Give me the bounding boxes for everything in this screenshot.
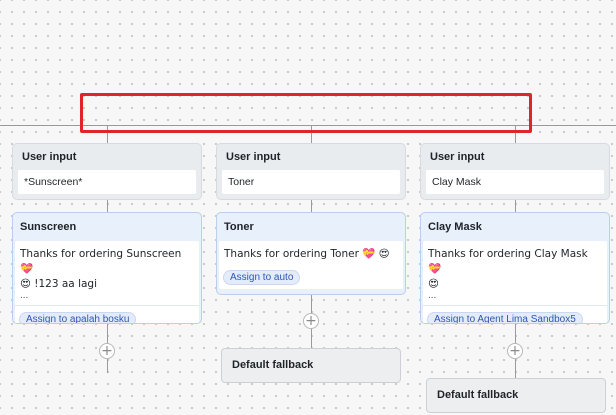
card-title: Clay Mask <box>428 221 482 233</box>
assign-tag[interactable]: Assign to auto <box>223 270 301 285</box>
input-value: *Sunscreen* <box>18 170 196 194</box>
message-line: 😍 <box>428 278 439 290</box>
card-title: Sunscreen <box>20 221 77 233</box>
message-line: Thanks for ordering Clay Mask 💝 <box>428 248 588 275</box>
response-card-toner[interactable]: Toner Thanks for ordering Toner 💝 😍 Assi… <box>216 212 406 295</box>
ellipsis: ... <box>20 290 29 301</box>
default-fallback-node[interactable]: Default fallback <box>426 378 606 413</box>
input-value: Toner <box>222 170 400 194</box>
response-card-clay-mask[interactable]: Clay Mask Thanks for ordering Clay Mask … <box>420 212 610 324</box>
card-title: User input <box>226 151 281 163</box>
card-title: Toner <box>224 221 254 233</box>
connector-line <box>107 200 108 212</box>
user-input-card-toner[interactable]: User input Toner <box>216 143 406 200</box>
connector-line <box>515 324 516 343</box>
message-text: Thanks for ordering Toner 💝 😍 <box>219 241 403 267</box>
add-node-button[interactable]: + <box>99 343 115 359</box>
message-line: Thanks for ordering Toner 💝 😍 <box>224 248 390 260</box>
connector-line <box>107 324 108 343</box>
connector-line <box>311 295 312 313</box>
default-fallback-node[interactable]: Default fallback <box>221 348 401 383</box>
connector-line <box>515 200 516 212</box>
message-text: Thanks for ordering Clay Mask 💝 😍 ... <box>423 241 607 305</box>
connector-line <box>515 125 516 143</box>
connector-line <box>311 329 312 348</box>
assignment-row: Assign to auto <box>219 267 403 289</box>
add-node-button[interactable]: + <box>303 313 319 329</box>
assignment-row: Assign to Agent Lima Sandbox5 <box>423 305 607 323</box>
connector-line <box>311 200 312 212</box>
assignment-row: Assign to apalah bosku <box>15 305 199 323</box>
assign-tag[interactable]: Assign to apalah bosku <box>19 312 137 323</box>
input-value: Clay Mask <box>426 170 604 194</box>
connector-line <box>311 125 312 143</box>
assign-tag[interactable]: Assign to Agent Lima Sandbox5 <box>427 312 583 323</box>
ellipsis: ... <box>428 290 437 301</box>
message-text: Thanks for ordering Sunscreen 💝 😍 !123 a… <box>15 241 199 305</box>
response-card-sunscreen[interactable]: Sunscreen Thanks for ordering Sunscreen … <box>12 212 202 324</box>
card-title: User input <box>430 151 485 163</box>
card-title: User input <box>22 151 77 163</box>
connector-line <box>107 359 108 373</box>
highlight-box <box>80 93 532 133</box>
message-line: 😍 !123 aa lagi <box>20 278 98 290</box>
user-input-card-sunscreen[interactable]: User input *Sunscreen* <box>12 143 202 200</box>
user-input-card-clay-mask[interactable]: User input Clay Mask <box>420 143 610 200</box>
message-line: Thanks for ordering Sunscreen 💝 <box>20 248 182 275</box>
main-connector-line <box>0 125 616 126</box>
connector-line <box>515 359 516 378</box>
add-node-button[interactable]: + <box>507 343 523 359</box>
connector-line <box>107 125 108 143</box>
